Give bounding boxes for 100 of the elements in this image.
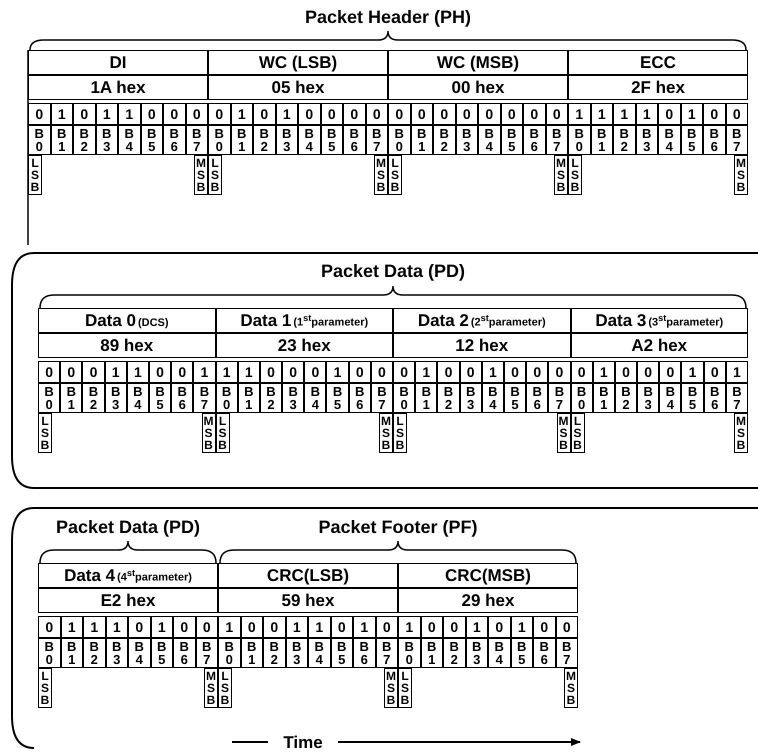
hex-value: 00 hex — [388, 75, 568, 100]
field-name: Data 3 — [595, 312, 646, 329]
bit-value: 0 — [614, 361, 638, 383]
bit-index: B 0 — [38, 638, 60, 668]
bit-value: 0 — [488, 616, 510, 638]
bit-index: B 0 — [216, 383, 238, 413]
bit-index: B 2 — [73, 125, 96, 155]
bit-index: B 1 — [420, 638, 443, 668]
bit-value: 0 — [637, 361, 660, 383]
bit-value: 0 — [504, 361, 526, 383]
bit-index: B 5 — [504, 383, 526, 413]
bit-index: B 4 — [659, 383, 682, 413]
bit-value: 0 — [348, 361, 371, 383]
bit-value: 0 — [420, 616, 443, 638]
field-name: DI — [110, 54, 126, 71]
bit-index: B 4 — [488, 638, 510, 668]
bit-value: 1 — [353, 616, 376, 638]
bit-index: B 0 — [208, 125, 230, 155]
bit-index: B 7 — [726, 383, 748, 413]
bit-index: B 0 — [570, 383, 593, 413]
msb-marker: M S B — [384, 668, 398, 708]
parameter-note: (1$^{st}$parameter) — [293, 314, 368, 329]
parameter-note: (2$^{st}$parameter) — [470, 314, 546, 329]
bit-value: 0 — [173, 616, 196, 638]
bit-index: B 3 — [636, 125, 658, 155]
bit-value: 1 — [216, 361, 238, 383]
field-name: WC (MSB) — [436, 54, 520, 71]
bit-value: 0 — [376, 616, 398, 638]
bit-value: 0 — [393, 361, 416, 383]
bit-value: 0 — [38, 361, 60, 383]
bit-index: B 2 — [83, 638, 106, 668]
msb-marker: M S B — [379, 413, 393, 453]
bit-index: B 6 — [353, 638, 376, 668]
bit-index: B 3 — [106, 638, 128, 668]
bit-index: B 5 — [510, 638, 533, 668]
bit-value: 0 — [163, 103, 186, 125]
bit-value: 0 — [703, 103, 726, 125]
bit-value: 1 — [118, 103, 140, 125]
bit-index: B 0 — [568, 125, 590, 155]
hex-value: 2F hex — [568, 75, 748, 100]
bit-value: 0 — [263, 616, 286, 638]
bit-value: 0 — [548, 361, 570, 383]
bit-value: 1 — [636, 103, 658, 125]
bit-value: 1 — [50, 103, 73, 125]
bit-value: 0 — [410, 103, 433, 125]
bit-index: B 7 — [376, 638, 398, 668]
bit-index: B 4 — [658, 125, 680, 155]
bit-value: 0 — [186, 103, 208, 125]
bit-value: 0 — [171, 361, 194, 383]
bit-index: B 3 — [460, 383, 482, 413]
bit-value: 1 — [326, 361, 349, 383]
bit-value: 0 — [320, 103, 343, 125]
bit-value: 0 — [433, 103, 456, 125]
bit-value: 1 — [681, 361, 704, 383]
bit-value: 1 — [238, 361, 260, 383]
bit-index: B 5 — [320, 125, 343, 155]
bit-index: B 4 — [478, 125, 500, 155]
bit-index: B 3 — [466, 638, 488, 668]
bit-value: 1 — [286, 616, 308, 638]
bit-index: B 0 — [218, 638, 240, 668]
msb-marker: M S B — [734, 413, 748, 453]
parameter-note: (DCS) — [138, 318, 169, 329]
hex-value: 12 hex — [393, 333, 570, 358]
bit-index: B 1 — [230, 125, 253, 155]
bit-index: B 2 — [433, 125, 456, 155]
bit-index: B 5 — [500, 125, 523, 155]
bit-value: 1 — [726, 361, 748, 383]
msb-marker: M S B — [194, 155, 208, 195]
bit-value: 0 — [704, 361, 726, 383]
bit-value: 0 — [526, 361, 548, 383]
bit-index: B 6 — [526, 383, 548, 413]
bit-value: 0 — [478, 103, 500, 125]
bit-value: 1 — [613, 103, 636, 125]
bit-index: B 3 — [637, 383, 660, 413]
lsb-marker: L S B — [28, 155, 42, 195]
field-name: CRC(MSB) — [445, 567, 531, 584]
bit-value: 0 — [298, 103, 320, 125]
lsb-marker: L S B — [38, 413, 52, 453]
bit-value: 0 — [148, 361, 172, 383]
lsb-marker: L S B — [216, 413, 230, 453]
bit-value: 0 — [240, 616, 263, 638]
bit-value: 1 — [193, 361, 216, 383]
bit-index: B 6 — [348, 383, 371, 413]
field-name: CRC(LSB) — [266, 567, 350, 584]
bit-index: B 2 — [82, 383, 105, 413]
bit-value: 0 — [196, 616, 218, 638]
bit-index: B 1 — [238, 383, 260, 413]
bit-value: 0 — [658, 103, 680, 125]
field-name: WC (LSB) — [258, 54, 338, 71]
bit-index: B 0 — [388, 125, 410, 155]
bit-value: 0 — [304, 361, 326, 383]
bit-index: B 6 — [523, 125, 546, 155]
bit-value: 0 — [443, 616, 466, 638]
bit-value: 1 — [276, 103, 298, 125]
msb-marker: M S B — [374, 155, 388, 195]
bit-index: B 6 — [163, 125, 186, 155]
msb-marker: M S B — [204, 668, 218, 708]
bit-value: 0 — [73, 103, 96, 125]
bit-index: B 6 — [533, 638, 556, 668]
bit-index: B 2 — [437, 383, 460, 413]
